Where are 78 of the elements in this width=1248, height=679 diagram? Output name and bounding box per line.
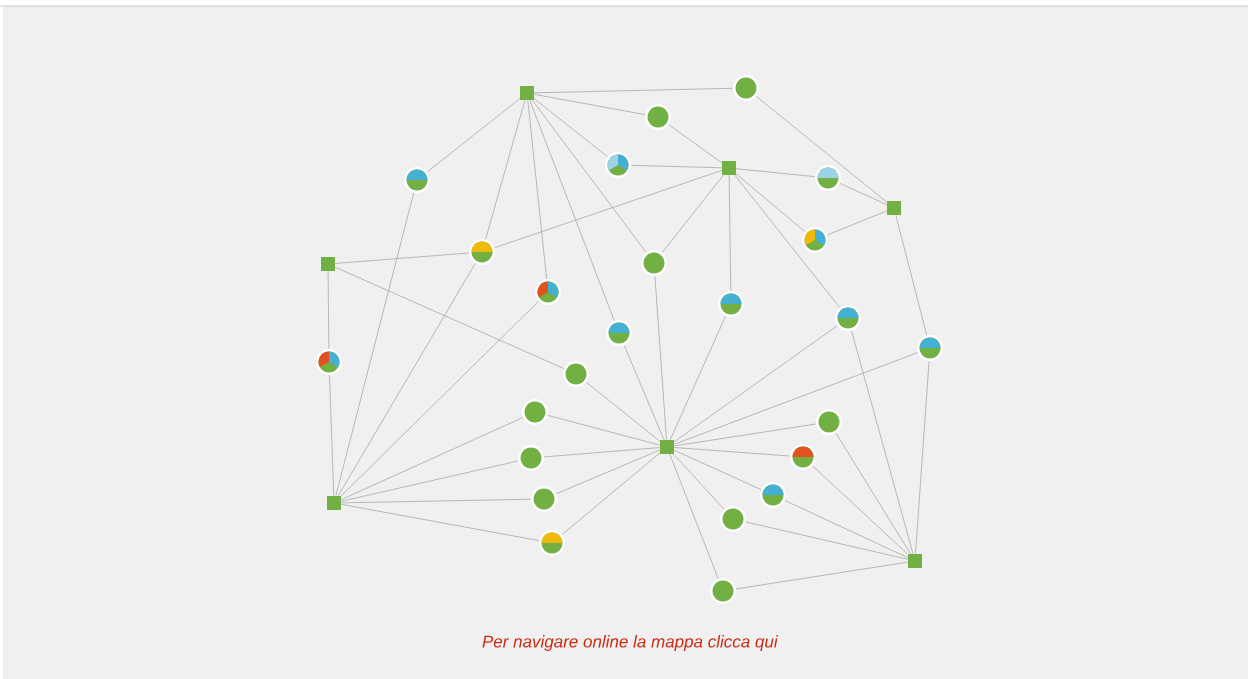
- connector-line: [839, 183, 888, 206]
- circle-node: [404, 167, 430, 193]
- connector-line: [669, 453, 719, 580]
- connector-line: [585, 381, 661, 442]
- connector-line: [340, 460, 519, 502]
- connector-line: [735, 561, 909, 590]
- connector-line: [673, 447, 791, 457]
- connector-line: [669, 315, 726, 441]
- connector-line: [755, 95, 888, 203]
- connector-line: [494, 170, 723, 249]
- circle-node: [518, 445, 544, 471]
- connector-line: [673, 423, 817, 447]
- connector-line: [340, 417, 524, 501]
- connector-line: [334, 266, 565, 370]
- circle-node: [535, 279, 561, 305]
- connector-line: [527, 99, 547, 280]
- connector-line: [334, 252, 470, 264]
- connector-line: [673, 453, 725, 510]
- connector-line: [630, 164, 723, 169]
- circle-node: [539, 530, 565, 556]
- circle-node: [790, 444, 816, 470]
- connector-line: [654, 275, 667, 441]
- connector-line: [340, 498, 532, 504]
- circle-node: [816, 409, 842, 435]
- connector-line: [673, 449, 762, 490]
- circle-node: [605, 152, 631, 178]
- circle-node: [710, 578, 736, 604]
- circle-node: [645, 104, 671, 130]
- circle-node: [720, 506, 746, 532]
- connector-line: [673, 325, 838, 443]
- connector-line: [812, 465, 909, 555]
- connector-line: [335, 192, 415, 497]
- connector-line: [543, 447, 661, 458]
- circle-node: [469, 239, 495, 265]
- connector-line: [547, 414, 661, 446]
- connector-line: [745, 521, 909, 560]
- circle-node: [522, 399, 548, 425]
- connector-line: [735, 173, 806, 232]
- connector-line: [851, 330, 914, 555]
- connector-line: [340, 300, 539, 497]
- connector-line: [426, 98, 521, 173]
- connector-line: [835, 432, 911, 555]
- connector-line: [668, 124, 723, 164]
- connector-line: [532, 99, 647, 253]
- connector-line: [327, 270, 330, 350]
- circle-node: [563, 361, 589, 387]
- circle-node: [316, 349, 342, 375]
- circle-node: [802, 227, 828, 253]
- connector-line: [826, 210, 888, 236]
- connector-line: [661, 174, 724, 254]
- connector-line: [561, 452, 661, 535]
- connector-line: [728, 174, 732, 292]
- circle-node: [641, 250, 667, 276]
- map-link-caption: Per navigare online la mappa clicca qui: [482, 635, 778, 651]
- connector-line: [533, 98, 609, 158]
- connector-line: [915, 360, 930, 555]
- circle-node: [733, 75, 759, 101]
- circle-node: [815, 165, 841, 191]
- circle-node: [606, 320, 632, 346]
- connector-line: [623, 344, 665, 441]
- connector-line: [734, 174, 841, 309]
- connector-line: [485, 99, 526, 240]
- connector-line: [555, 449, 661, 495]
- connector-line: [529, 99, 615, 322]
- connector-line: [895, 214, 928, 336]
- connector-line: [337, 262, 476, 497]
- connector-line: [533, 87, 734, 94]
- circle-node: [917, 335, 943, 361]
- circle-node: [718, 291, 744, 317]
- connector-line: [329, 374, 335, 497]
- circle-node: [760, 482, 786, 508]
- circle-node: [835, 305, 861, 331]
- connector-line: [784, 500, 909, 559]
- connector-line: [340, 503, 540, 541]
- connector-line: [533, 93, 646, 115]
- connector-line: [673, 352, 919, 445]
- circle-node: [531, 486, 557, 512]
- connector-line: [735, 168, 816, 178]
